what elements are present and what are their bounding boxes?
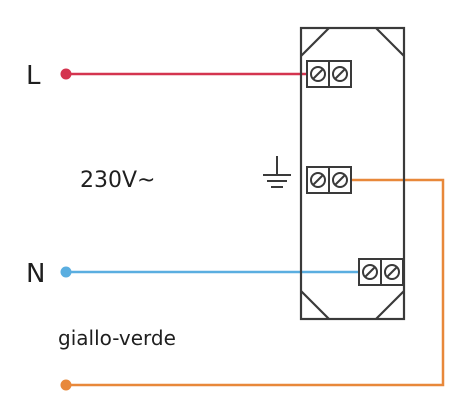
screw-terminal-icon [362,264,378,280]
earth-wire [60,178,445,391]
neutral-wire [60,266,364,278]
screw-terminal-icon [310,172,326,188]
phase-label: L [26,61,41,91]
phase-wire-endpoint [60,68,72,80]
voltage-label: 230V~ [80,168,155,193]
earth-wire-line [66,178,445,387]
device-corner-bottom-left [300,290,330,320]
screw-terminal-icon [310,66,326,82]
device-corner-bottom-right [375,290,405,320]
terminal-block-phase [306,60,352,88]
device-corner-top-left [300,27,330,57]
device-box [299,26,406,321]
earth-ground-icon [263,156,291,188]
screw-terminal-icon [332,66,348,82]
terminal-block-neutral [358,258,404,286]
terminal-block-earth [306,166,352,194]
screw-terminal-icon [332,172,348,188]
neutral-wire-endpoint [60,266,72,278]
neutral-label: N [26,259,45,289]
phase-wire [60,68,312,80]
device-corner-top-right [375,27,405,57]
screw-terminal-icon [384,264,400,280]
earth-wire-label: giallo-verde [58,326,176,350]
device-outline [299,26,406,321]
earth-wire-endpoint [60,379,72,391]
